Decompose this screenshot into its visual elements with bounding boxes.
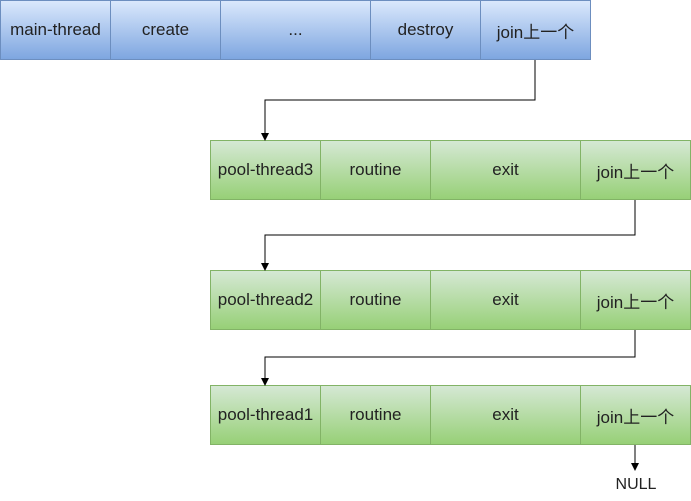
connector-main-to-pool3 <box>261 60 536 141</box>
routine-cell: routine <box>320 140 431 200</box>
pool-thread3-row: pool-thread3 routine exit join上一个 <box>210 140 691 200</box>
ellipsis-cell: ... <box>220 0 371 60</box>
routine-cell: routine <box>320 385 431 445</box>
exit-cell: exit <box>430 270 581 330</box>
join-previous-cell: join上一个 <box>580 270 691 330</box>
exit-cell: exit <box>430 140 581 200</box>
pool-thread3-cell: pool-thread3 <box>210 140 321 200</box>
connector-pool2-to-pool1 <box>261 330 636 386</box>
null-terminal-label: NULL <box>615 476 657 493</box>
create-cell: create <box>110 0 221 60</box>
connector-pool3-to-pool2 <box>261 200 636 271</box>
join-previous-cell: join上一个 <box>580 140 691 200</box>
main-thread-cell: main-thread <box>0 0 111 60</box>
main-thread-row: main-thread create ... destroy join上一个 <box>0 0 591 60</box>
routine-cell: routine <box>320 270 431 330</box>
destroy-cell: destroy <box>370 0 481 60</box>
join-previous-cell: join上一个 <box>480 0 591 60</box>
pool-thread1-row: pool-thread1 routine exit join上一个 <box>210 385 691 445</box>
join-previous-cell: join上一个 <box>580 385 691 445</box>
exit-cell: exit <box>430 385 581 445</box>
pool-thread1-cell: pool-thread1 <box>210 385 321 445</box>
pool-thread2-row: pool-thread2 routine exit join上一个 <box>210 270 691 330</box>
pool-thread2-cell: pool-thread2 <box>210 270 321 330</box>
